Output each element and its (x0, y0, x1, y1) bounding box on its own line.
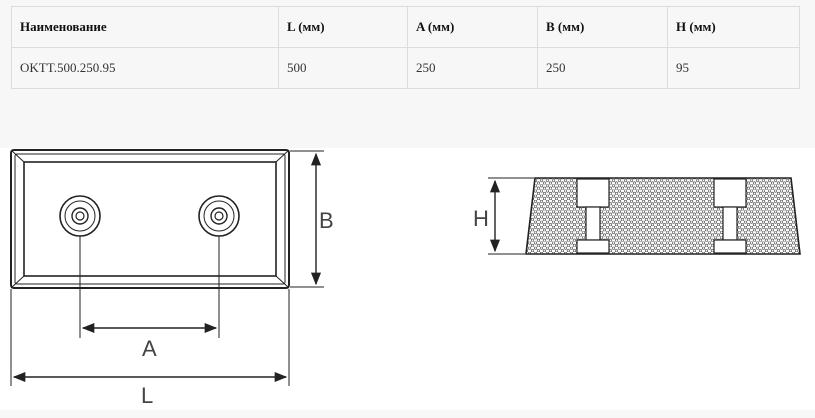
header-a: A (мм) (407, 6, 538, 48)
cell-a: 250 (407, 47, 538, 89)
cell-name: OKTT.500.250.95 (11, 47, 279, 89)
cell-b: 250 (537, 47, 668, 89)
bolt-pocket-right (713, 178, 747, 254)
table-header-row: Наименование L (мм) A (мм) B (мм) H (мм) (11, 6, 800, 48)
header-b: B (мм) (537, 6, 668, 48)
bolt-pocket-left (576, 178, 610, 254)
side-profile-body (525, 177, 801, 255)
side-view: H (473, 177, 801, 255)
header-name: Наименование (11, 6, 279, 48)
plate-outer-outline (10, 149, 290, 289)
dimension-b-label: B (319, 208, 334, 233)
dimension-h-label: H (473, 206, 489, 231)
table-row: OKTT.500.250.95 500 250 250 95 (11, 47, 800, 89)
plate-inner-face (23, 161, 277, 277)
cell-l: 500 (278, 47, 408, 89)
cell-h: 95 (667, 47, 800, 89)
technical-drawing-svg: B A L (10, 149, 801, 408)
product-drawing: B A L (0, 148, 815, 410)
plate-outer-bevel (14, 153, 286, 285)
mounting-hole-left (59, 195, 101, 237)
top-view: B A L (10, 149, 334, 408)
header-h: H (мм) (667, 6, 800, 48)
dimension-a-label: A (142, 336, 157, 361)
header-l: L (мм) (278, 6, 408, 48)
spec-table: Наименование L (мм) A (мм) B (мм) H (мм)… (11, 6, 800, 89)
dimension-l-label: L (141, 383, 153, 408)
mounting-hole-right (198, 195, 240, 237)
